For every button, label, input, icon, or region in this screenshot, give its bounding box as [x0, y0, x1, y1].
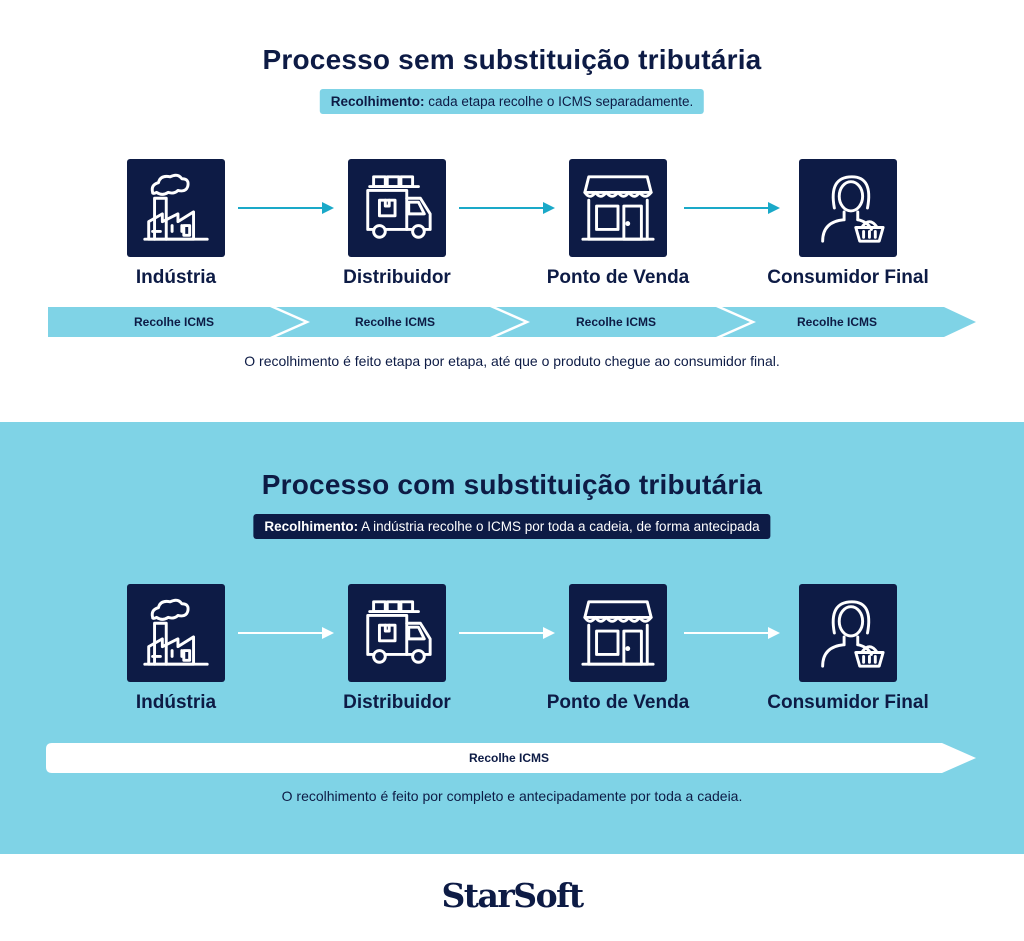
storefront-icon [569, 584, 667, 682]
customer-with-basket-icon [799, 584, 897, 682]
chevron-bar-shape [48, 307, 976, 337]
factory-icon-graphic [137, 594, 215, 672]
factory-icon [127, 584, 225, 682]
storefront-icon [569, 159, 667, 257]
section-com-substituicao: Processo com substituição tributária Rec… [0, 422, 1024, 854]
bar-segment-label: Recolhe ICMS [354, 315, 436, 329]
customer-with-basket-icon [799, 159, 897, 257]
flow-arrow [459, 626, 555, 640]
delivery-truck-icon-graphic [358, 594, 436, 672]
delivery-truck-icon [348, 584, 446, 682]
flow-arrow [238, 626, 334, 640]
pill-text: cada etapa recolhe o ICMS separadamente. [424, 94, 694, 109]
pill-text: A indústria recolhe o ICMS por toda a ca… [358, 519, 760, 534]
starsoft-logo: StarSoft [441, 876, 584, 915]
section-note: O recolhimento é feito etapa por etapa, … [244, 353, 780, 369]
factory-icon-graphic [137, 169, 215, 247]
pill-bold-label: Recolhimento: [330, 94, 425, 109]
section-sem-substituicao: Processo sem substituição tributária Rec… [0, 0, 1024, 422]
bar-label: Recolhe ICMS [468, 751, 550, 765]
delivery-truck-icon [348, 159, 446, 257]
storefront-icon-graphic [579, 594, 657, 672]
recolhe-icms-full-bar: Recolhe ICMS [46, 743, 978, 773]
section-title: Processo sem substituição tributária [262, 44, 762, 75]
stage-label-industria: Indústria [135, 267, 217, 288]
recolhimento-pill: Recolhimento: cada etapa recolhe o ICMS … [319, 89, 705, 114]
customer-icon-graphic [809, 594, 887, 672]
bar-segment-label: Recolhe ICMS [796, 315, 878, 329]
recolhe-icms-chevron-bar: Recolhe ICMS Recolhe ICMS Recolhe ICMS R… [48, 307, 978, 337]
footer: StarSoft [0, 854, 1024, 941]
recolhimento-pill: Recolhimento: A indústria recolhe o ICMS… [253, 514, 771, 539]
section-title: Processo com substituição tributária [261, 469, 763, 500]
full-bar-shape [46, 743, 976, 773]
delivery-truck-icon-graphic [358, 169, 436, 247]
stage-label-distribuidor: Distribuidor [343, 692, 451, 713]
pill-bold-label: Recolhimento: [264, 519, 359, 534]
stage-label-industria: Indústria [135, 692, 217, 713]
customer-icon-graphic [809, 169, 887, 247]
flow-arrow [684, 626, 780, 640]
flow-arrow [238, 201, 334, 215]
storefront-icon-graphic [579, 169, 657, 247]
stage-label-distribuidor: Distribuidor [343, 267, 451, 288]
stage-label-consumidor-final: Consumidor Final [767, 267, 929, 288]
stage-label-ponto-de-venda: Ponto de Venda [546, 692, 690, 713]
flow-arrow [684, 201, 780, 215]
factory-icon [127, 159, 225, 257]
flow-arrow [459, 201, 555, 215]
section-note: O recolhimento é feito por completo e an… [281, 788, 743, 804]
bar-segment-label: Recolhe ICMS [133, 315, 215, 329]
bar-segment-label: Recolhe ICMS [575, 315, 657, 329]
stage-label-ponto-de-venda: Ponto de Venda [546, 267, 690, 288]
stage-label-consumidor-final: Consumidor Final [767, 692, 929, 713]
